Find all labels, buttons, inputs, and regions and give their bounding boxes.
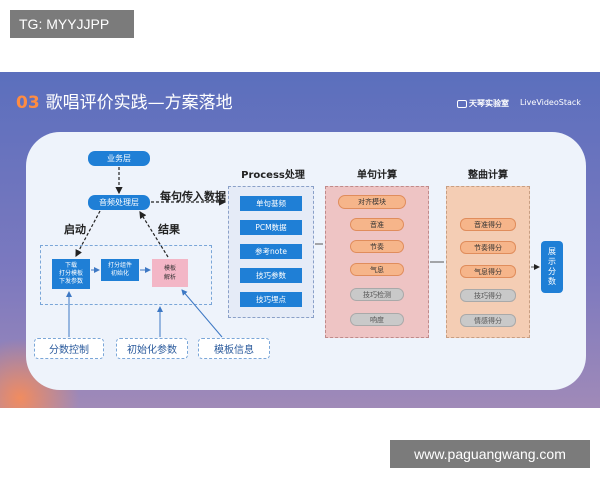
whole-score: 音准得分 <box>460 218 516 231</box>
init-component-box: 打分组件 初始化 <box>101 259 139 281</box>
process-item: 技巧参数 <box>240 268 302 283</box>
template-parse-box: 模板 解析 <box>152 259 188 287</box>
livevideostack-logo: LiveVideoStack <box>520 98 581 107</box>
tianqin-logo-text: 天琴实验室 <box>469 99 509 108</box>
single-item: 响度 <box>350 313 404 326</box>
process-item: 技巧埋点 <box>240 292 302 307</box>
logo-mark-icon <box>457 99 467 108</box>
whole-calc-region <box>446 186 530 338</box>
label-result: 结果 <box>158 223 180 236</box>
slide-title-text: 歌唱评价实践—方案落地 <box>45 93 233 113</box>
process-item: 单句基频 <box>240 196 302 211</box>
label-start: 启动 <box>64 223 86 236</box>
init-params-box: 初始化参数 <box>116 338 188 359</box>
process-item: 参考note <box>240 244 302 259</box>
single-item: 气息 <box>350 263 404 276</box>
whole-score: 节奏得分 <box>460 241 516 254</box>
component-group <box>40 245 212 305</box>
process-title: Process处理 <box>241 170 305 181</box>
single-calc-title: 单句计算 <box>357 170 397 181</box>
whole-score: 情感得分 <box>460 314 516 327</box>
label-each-sentence: 每句传入数据 <box>160 190 226 203</box>
single-item: 技巧检测 <box>350 288 404 301</box>
whole-calc-title: 整曲计算 <box>468 170 508 181</box>
livevideostack-logo-text: LiveVideoStack <box>520 98 581 107</box>
align-module: 对齐模块 <box>338 195 406 209</box>
process-item: PCM数据 <box>240 220 302 235</box>
tianqin-logo: 天琴实验室 <box>457 98 509 109</box>
template-info-box: 模板信息 <box>198 338 270 359</box>
business-layer-box: 业务层 <box>88 151 150 166</box>
download-template-box: 下载 打分模板 下发参数 <box>52 259 90 289</box>
score-control-box: 分数控制 <box>34 338 104 359</box>
whole-score: 气息得分 <box>460 265 516 278</box>
single-item: 音准 <box>350 218 404 231</box>
display-score-box: 展示分数 <box>541 241 563 293</box>
watermark-top: TG: MYYJJPP <box>10 10 134 38</box>
slide-number: 03 <box>16 93 40 113</box>
audio-layer-box: 音频处理层 <box>88 195 150 210</box>
watermark-bottom: www.paguangwang.com <box>390 440 590 468</box>
whole-score: 技巧得分 <box>460 289 516 302</box>
single-calc-region <box>325 186 429 338</box>
single-item: 节奏 <box>350 240 404 253</box>
